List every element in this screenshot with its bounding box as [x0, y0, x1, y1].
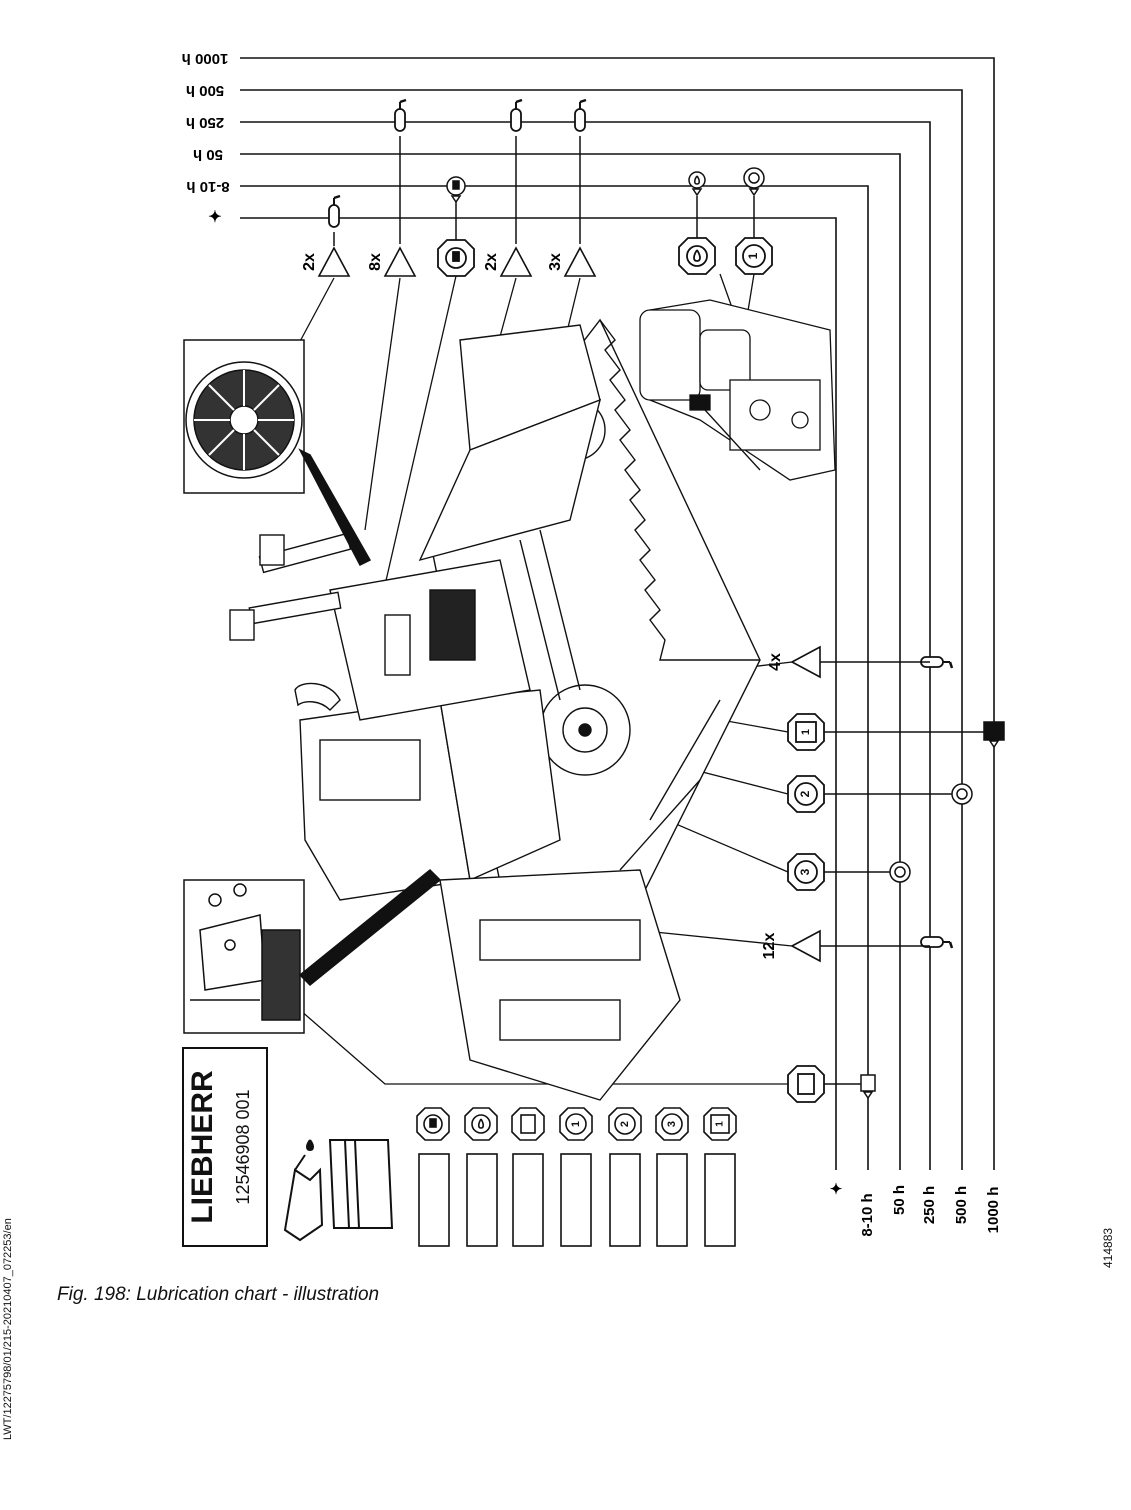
triangle-icon	[791, 930, 821, 962]
bottom-interval-labels: ✦ 8-10 h 50 h 250 h 500 h 1000 h	[830, 1181, 1002, 1237]
triangle-icon	[384, 247, 416, 277]
liebherr-plate: LIEBHERR 12546908 001	[182, 1047, 268, 1247]
svg-text:1: 1	[715, 1121, 726, 1127]
gearbox-1-icon: 1	[559, 1107, 593, 1141]
top-label-8-10h: 8-10 h	[186, 178, 229, 195]
svg-text:1: 1	[570, 1121, 582, 1127]
legend-boxes	[418, 1153, 736, 1247]
grease-gun-icon	[509, 98, 524, 133]
line-symbols	[446, 167, 1005, 1100]
triangle-icon	[318, 247, 350, 277]
point-count-labels: 2x 8x 2x 3x 4x 12x	[301, 253, 784, 959]
bottom-label-first-fill: ✦	[830, 1181, 843, 1198]
count-4x: 4x	[767, 653, 784, 671]
bottom-label-500h: 500 h	[953, 1186, 970, 1224]
engine-oil-icon	[416, 1107, 450, 1141]
svg-text:1: 1	[800, 729, 812, 735]
ripper	[439, 869, 681, 1101]
oil-can-icon	[283, 1139, 324, 1242]
legend-box	[656, 1153, 688, 1247]
coolant-octagon-icon	[678, 237, 716, 275]
gearbox-1-octagon-icon: 1	[735, 237, 773, 275]
track-teeth	[599, 319, 760, 661]
engine-oil-octagon-icon	[437, 239, 475, 277]
top-label-first-fill: ✦	[208, 209, 221, 226]
legend-box	[512, 1153, 544, 1247]
image-number: 414883	[1101, 1227, 1115, 1268]
grease-gun-icon	[573, 98, 588, 133]
gearbox-2-octagon-icon: 2	[787, 775, 825, 813]
fuel-small-icon	[860, 1074, 876, 1100]
coolant-small-icon	[688, 171, 706, 197]
bottom-label-8-10h: 8-10 h	[859, 1193, 876, 1236]
gearbox-3-icon: 3	[655, 1107, 689, 1141]
bottom-label-1000h: 1000 h	[985, 1187, 1002, 1234]
legend-icons: 1 2 3 1	[416, 1107, 737, 1141]
count-3x: 3x	[547, 253, 564, 271]
bottom-label-250h: 250 h	[921, 1186, 938, 1224]
engine-oil-small-icon	[446, 176, 466, 204]
svg-text:2: 2	[798, 790, 812, 797]
gearbox-small-icon-500h	[951, 783, 973, 805]
svg-text:1: 1	[746, 252, 760, 259]
grease-gun-icon	[327, 194, 342, 229]
top-label-50h: 50 h	[193, 146, 223, 163]
brand-logo-text: LIEBHERR	[186, 1070, 219, 1224]
engine-unit-illustration	[639, 299, 836, 481]
hydraulic-octagon-icon: 1	[787, 713, 825, 751]
fuel-tank-icon	[511, 1107, 545, 1141]
count-2x-a: 2x	[301, 253, 318, 271]
svg-text:3: 3	[798, 868, 812, 875]
legend-box	[418, 1153, 450, 1247]
hydraulic-tank-icon: 1	[703, 1107, 737, 1141]
triangle-icon	[791, 646, 821, 678]
gearbox-2-icon: 2	[608, 1107, 642, 1141]
fan-detail-inset	[183, 339, 372, 567]
top-label-500h: 500 h	[186, 82, 224, 99]
tank-detail-inset	[183, 868, 442, 1034]
hydraulic-small-icon-1000h	[983, 721, 1005, 749]
document-code: LWT/12275798/01/215-20210407_072253/en	[2, 1218, 14, 1440]
figure-caption: Fig. 198: Lubrication chart - illustrati…	[57, 1284, 380, 1305]
count-8x: 8x	[367, 253, 384, 271]
gearbox-3-octagon-icon: 3	[787, 853, 825, 891]
gearbox-small-icon-50h	[889, 861, 911, 883]
service-octagons: 1 1 2 3	[437, 237, 825, 1103]
manual-book-icon	[328, 1139, 394, 1229]
count-12x: 12x	[761, 933, 778, 960]
top-label-250h: 250 h	[186, 114, 224, 131]
legend-box	[560, 1153, 592, 1247]
top-label-1000h: 1000 h	[182, 50, 229, 67]
part-number: 12546908 001	[233, 1089, 253, 1204]
legend-box	[704, 1153, 736, 1247]
top-interval-labels: 1000 h 500 h 250 h 50 h 8-10 h ✦	[182, 50, 230, 226]
legend-box	[609, 1153, 641, 1247]
legend-box	[466, 1153, 498, 1247]
count-2x-b: 2x	[483, 253, 500, 271]
fuel-octagon-icon	[787, 1065, 825, 1103]
bottom-label-50h: 50 h	[891, 1185, 908, 1215]
triangle-icon	[564, 247, 596, 277]
coolant-icon	[464, 1107, 498, 1141]
svg-text:3: 3	[666, 1121, 678, 1127]
grease-gun-icon	[393, 98, 408, 133]
triangle-icon	[500, 247, 532, 277]
machine-illustration	[229, 318, 761, 1101]
gearbox-small-icon	[743, 167, 765, 197]
svg-text:2: 2	[619, 1121, 631, 1127]
